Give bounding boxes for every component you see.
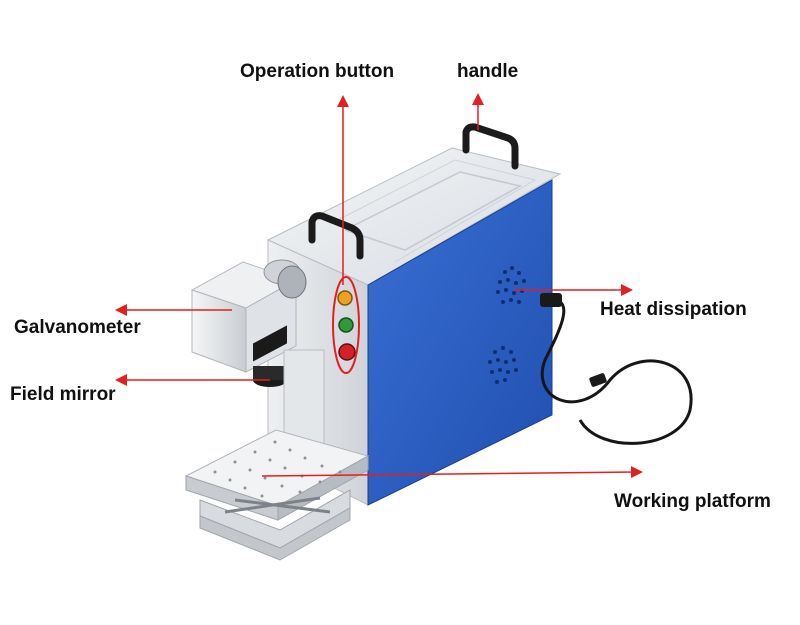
label-working-platform: Working platform bbox=[614, 491, 771, 512]
platform-holes bbox=[213, 440, 342, 498]
arrow-working-platform bbox=[261, 466, 643, 479]
handle-back bbox=[462, 123, 519, 170]
cable-connector bbox=[589, 373, 607, 387]
cabinet-top-groove bbox=[329, 159, 537, 263]
label-galvanometer: Galvanometer bbox=[14, 317, 141, 338]
field-mirror-mount bbox=[253, 366, 287, 380]
galvanometer-window bbox=[253, 325, 287, 362]
label-field-mirror: Field mirror bbox=[10, 384, 116, 405]
operation-button-highlight bbox=[332, 276, 360, 374]
platform-base bbox=[199, 507, 351, 561]
label-operation-button: Operation button bbox=[240, 61, 395, 82]
power-cable bbox=[540, 298, 693, 445]
rotary-joint-ring bbox=[277, 265, 307, 299]
button-green bbox=[338, 317, 354, 333]
button-red bbox=[338, 343, 356, 361]
handle-front bbox=[308, 212, 364, 260]
heat-vent-holes bbox=[488, 266, 526, 384]
power-plug bbox=[540, 293, 562, 307]
working-platform-side bbox=[277, 455, 369, 521]
button-orange bbox=[337, 290, 353, 306]
cabinet-blue-panel bbox=[367, 179, 553, 506]
scissor-bar bbox=[234, 498, 331, 514]
label-handle: handle bbox=[457, 61, 519, 82]
cabinet-top-groove bbox=[344, 171, 523, 251]
label-heat-dissipation: Heat dissipation bbox=[600, 299, 747, 320]
